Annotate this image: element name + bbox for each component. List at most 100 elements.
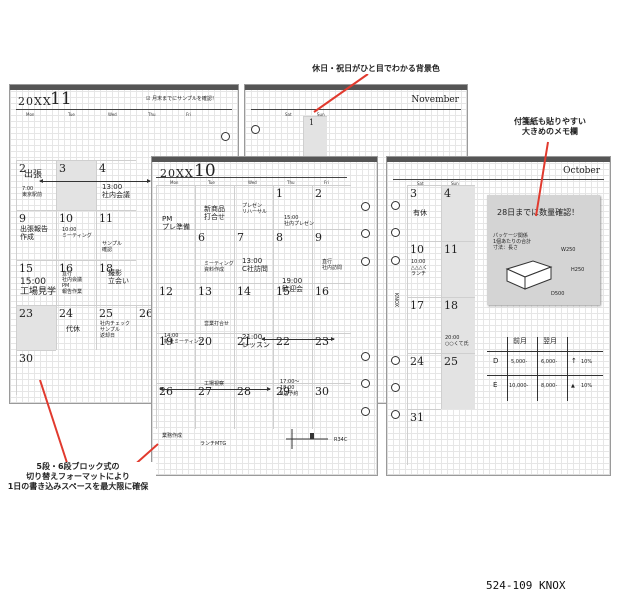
row-label: D bbox=[493, 357, 499, 365]
day-cell[interactable]: 9 bbox=[16, 210, 56, 260]
day-cell-holiday[interactable]: 18 bbox=[441, 297, 475, 353]
day-number: 17 bbox=[410, 299, 424, 312]
day-cell[interactable]: 10 bbox=[407, 241, 441, 297]
day-cell[interactable]: 20 bbox=[195, 333, 234, 383]
day-number: 18 bbox=[99, 262, 113, 275]
day-cell[interactable]: 2 bbox=[312, 185, 351, 229]
binder-hole bbox=[391, 410, 400, 419]
day-cell[interactable]: 10 bbox=[56, 210, 96, 260]
day-cell[interactable]: 31 bbox=[407, 409, 441, 465]
day-cell[interactable]: 13 bbox=[195, 283, 234, 333]
box-sketch-icon bbox=[505, 260, 553, 290]
day-cell[interactable] bbox=[234, 185, 273, 229]
binder-hole bbox=[391, 356, 400, 365]
day-number: 1 bbox=[276, 187, 283, 200]
day-number: 23 bbox=[315, 335, 329, 348]
compare-table: 前月 翌月 D 5,000- 6,000- ↑ 10% E 10,000- 8,… bbox=[487, 337, 603, 401]
day-number: 12 bbox=[159, 285, 173, 298]
day-cell[interactable]: 6 bbox=[195, 229, 234, 283]
note: 撮影 立会い bbox=[108, 269, 129, 285]
day-cell[interactable]: 29 bbox=[273, 383, 312, 429]
note: 13:00 C社訪問 bbox=[242, 257, 268, 273]
day-cell-holiday[interactable]: 25 bbox=[441, 353, 475, 409]
day-cell[interactable]: 30 bbox=[16, 350, 56, 395]
note: 21:00 レッスン bbox=[242, 333, 270, 349]
day-cell[interactable]: 4 bbox=[96, 160, 136, 210]
sticky-body: パッケージ関係 1個あたりの合計 寸法：長さ bbox=[493, 233, 532, 251]
day-cell[interactable]: 2 bbox=[16, 160, 56, 210]
dow-fri: Fri bbox=[324, 180, 329, 185]
day-cell[interactable]: 16 bbox=[56, 260, 96, 305]
header-bar bbox=[10, 85, 238, 90]
note: サンプル 確認 bbox=[102, 241, 122, 253]
day-cell[interactable]: 21 bbox=[234, 333, 273, 383]
planner-page-october-right: October Sat Sun KNOX 3 4 10 11 17 18 24 … bbox=[386, 156, 611, 476]
note: 社内チェック サンプル 返却日 bbox=[100, 321, 131, 339]
day-cell[interactable]: 23 bbox=[312, 333, 351, 383]
dow-wed: Wed bbox=[108, 112, 117, 117]
note: プレゼン リハーサル bbox=[242, 203, 267, 215]
day-cell[interactable]: 17 bbox=[407, 297, 441, 353]
day-cell-holiday[interactable]: 1 bbox=[303, 116, 327, 156]
day-cell[interactable] bbox=[195, 185, 234, 229]
day-cell[interactable]: 15 bbox=[16, 260, 56, 305]
note: 有休 bbox=[413, 209, 427, 217]
day-number: 24 bbox=[59, 307, 73, 320]
page-year: 20XX bbox=[160, 167, 194, 180]
binder-hole bbox=[361, 229, 370, 238]
day-cell-holiday[interactable]: 4 bbox=[441, 185, 475, 241]
note: ランチMTG bbox=[200, 441, 227, 447]
binder-hole bbox=[361, 202, 370, 211]
day-cell[interactable]: 1 bbox=[273, 185, 312, 229]
day-number: 2 bbox=[315, 187, 322, 200]
day-cell[interactable]: 9 bbox=[312, 229, 351, 283]
day-cell[interactable]: 3 bbox=[407, 185, 441, 241]
note: 17:00〜 18:00 B店予約 bbox=[280, 379, 300, 397]
day-number: 10 bbox=[410, 243, 424, 256]
dim-d: D500 bbox=[551, 291, 565, 297]
day-cell[interactable]: 27 bbox=[195, 383, 234, 429]
note: 10:00 △△△く ランチ bbox=[411, 259, 428, 277]
day-cell-holiday[interactable]: 11 bbox=[441, 241, 475, 297]
binder-hole bbox=[391, 228, 400, 237]
day-cell[interactable] bbox=[156, 185, 195, 229]
day-cell-holiday[interactable]: 3 bbox=[56, 160, 96, 210]
day-cell[interactable]: 24 bbox=[56, 305, 96, 350]
day-cell-holiday[interactable]: 23 bbox=[16, 305, 56, 350]
day-number: 9 bbox=[19, 212, 26, 225]
binder-hole bbox=[221, 132, 230, 141]
day-cell[interactable]: 8 bbox=[273, 229, 312, 283]
day-cell[interactable]: 28 bbox=[234, 383, 273, 429]
monthly-goal: ☑ 月末までにサンプルを確認！ bbox=[146, 96, 217, 102]
day-cell[interactable]: 16 bbox=[312, 283, 351, 333]
dow-mon: Mon bbox=[170, 180, 179, 185]
day-cell[interactable]: 7 bbox=[234, 229, 273, 283]
day-cell[interactable]: 24 bbox=[407, 353, 441, 409]
day-cell[interactable]: 11 bbox=[96, 210, 136, 260]
binder-hole bbox=[251, 125, 260, 134]
note: 20:00 ○○くて氏 bbox=[445, 335, 469, 347]
day-cell[interactable]: 30 bbox=[312, 383, 351, 429]
product-caption: 524-109 KNOX bbox=[486, 579, 566, 592]
divider bbox=[251, 109, 461, 110]
day-number: 4 bbox=[99, 162, 106, 175]
day-cell[interactable]: 15 bbox=[273, 283, 312, 333]
binder-hole bbox=[391, 256, 400, 265]
cell-value: 10% bbox=[581, 359, 593, 365]
day-cell[interactable]: 14 bbox=[234, 283, 273, 333]
day-cell[interactable]: 12 bbox=[156, 283, 195, 333]
day-cell[interactable]: 19 bbox=[156, 333, 195, 383]
day-number: 25 bbox=[99, 307, 113, 320]
note: 新商品 打合せ bbox=[204, 205, 225, 221]
day-cell[interactable]: 22 bbox=[273, 333, 312, 383]
day-cell[interactable]: 18 bbox=[96, 260, 136, 305]
day-number: 10 bbox=[59, 212, 73, 225]
day-number: 6 bbox=[198, 231, 205, 244]
page-month-label: November bbox=[411, 95, 459, 105]
dow-fri: Fri bbox=[186, 112, 191, 117]
day-cell[interactable]: 25 bbox=[96, 305, 136, 350]
day-cell[interactable] bbox=[156, 229, 195, 283]
